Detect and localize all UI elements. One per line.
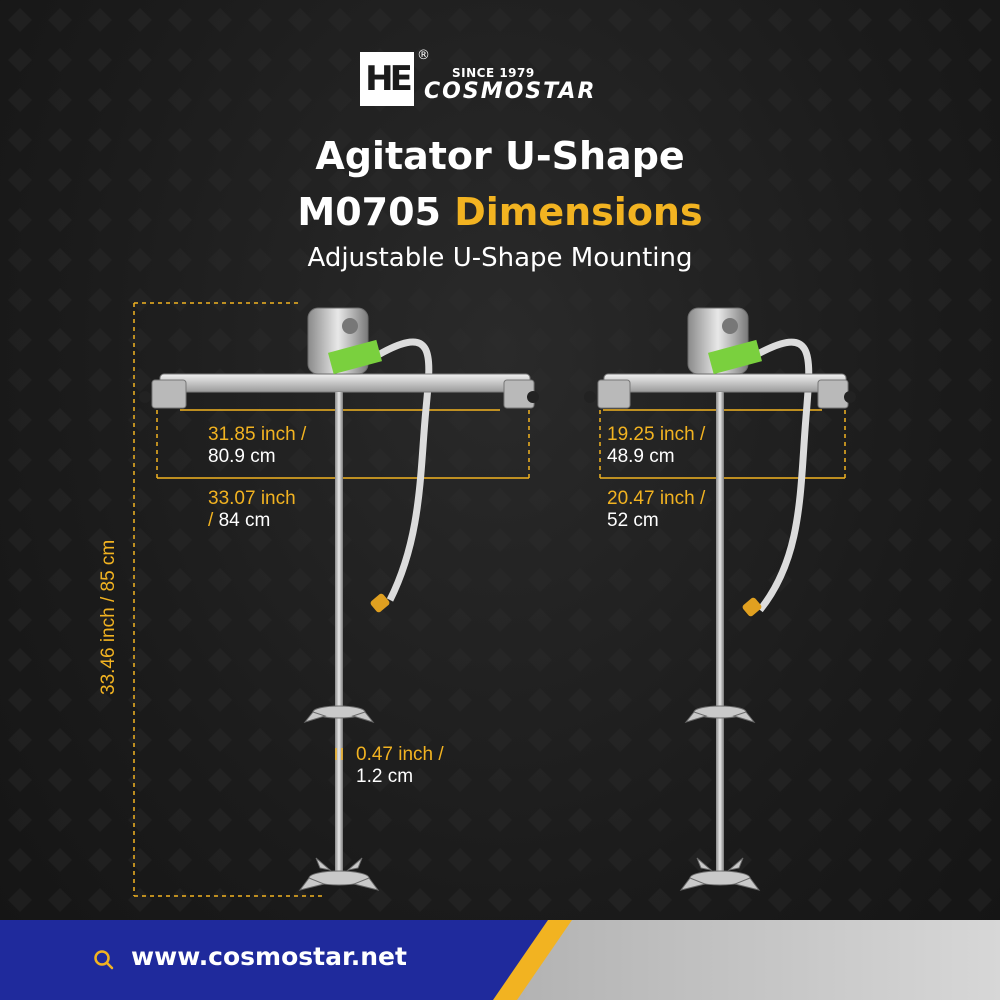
right-inner-width-cm: 48.9 cm: [607, 446, 675, 467]
footer-bar: [0, 920, 1000, 1000]
right-outer-width-inch: 20.47 inch /: [607, 488, 706, 509]
right-agitator: [584, 307, 856, 891]
shaft-diameter-inch: 0.47 inch /: [356, 744, 444, 765]
left-agitator: [139, 307, 539, 891]
page-title-line2: M0705 Dimensions: [0, 190, 1000, 234]
shaft-diameter-cm: 1.2 cm: [356, 766, 414, 787]
page-subtitle: Adjustable U-Shape Mounting: [307, 243, 693, 273]
left-inner-width-inch: 31.85 inch /: [208, 424, 307, 445]
left-height-label: 33.46 inch / 85 cm: [98, 539, 119, 695]
left-inner-width-label: 31.85 inch / 80.9 cm: [208, 424, 306, 468]
right-inner-width-label: 19.25 inch / 48.9 cm: [607, 424, 705, 468]
left-outer-width-cm: 84 cm: [218, 510, 271, 531]
left-inner-width-cm: 80.9 cm: [208, 446, 276, 467]
search-icon: [94, 950, 114, 970]
right-inner-width-inch: 19.25 inch /: [607, 424, 706, 445]
left-outer-width-sep: /: [208, 510, 214, 531]
brand-mark: HE: [360, 52, 414, 106]
product-illustration: [133, 302, 856, 897]
shaft-diameter-label: 0.47 inch / 1.2 cm: [356, 744, 444, 788]
page-title-line1: Agitator U-Shape: [315, 134, 685, 178]
registered-mark: ®: [417, 48, 430, 63]
right-outer-width-label: 20.47 inch / 52 cm: [607, 488, 705, 532]
website-link[interactable]: www.cosmostar.net: [131, 942, 407, 971]
right-outer-width-cm: 52 cm: [607, 510, 659, 531]
left-outer-width-label: 33.07 inch / 84 cm: [208, 488, 296, 532]
model-number: M0705: [297, 190, 441, 234]
title-accent: Dimensions: [454, 190, 703, 234]
left-height-dimension: [133, 302, 325, 897]
brand-since: SINCE 1979: [452, 66, 535, 80]
left-outer-width-inch: 33.07 inch: [208, 488, 296, 509]
background-pattern: [0, 0, 1000, 920]
brand-name: COSMOSTAR: [424, 79, 597, 104]
brand-logo: HE ® SINCE 1979 COSMOSTAR: [360, 48, 650, 108]
